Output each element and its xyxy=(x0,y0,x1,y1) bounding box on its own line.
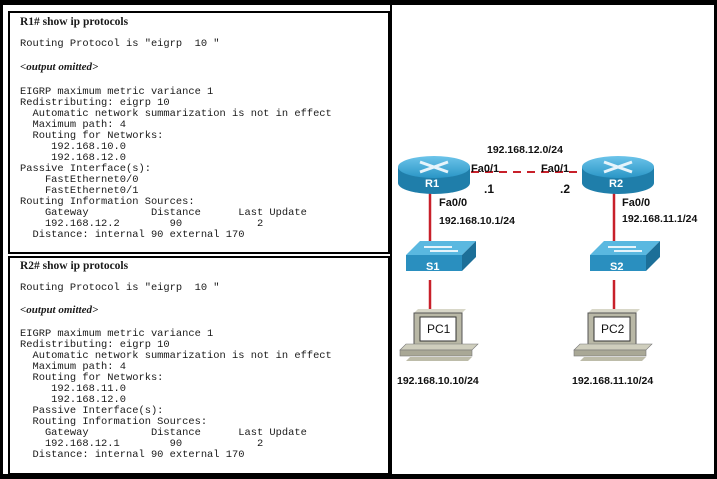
cli-line: Passive Interface(s): xyxy=(20,163,151,175)
r2-lan-interface-label: Fa0/0 xyxy=(622,197,651,209)
panel-divider xyxy=(390,5,392,474)
r2-command: R2# show ip protocols xyxy=(20,260,129,272)
r1-lan-interface-label: Fa0/0 xyxy=(439,197,468,209)
switch-s2-icon[interactable] xyxy=(590,241,660,271)
r2-show-ip-protocols-output: R2# show ip protocols Routing Protocol i… xyxy=(8,256,390,475)
cli-line: 192.168.12.0 xyxy=(20,152,127,164)
r2-label: R2 xyxy=(609,178,624,190)
cli-line: Maximum path: 4 xyxy=(20,361,127,373)
cli-line: Routing Protocol is "eigrp 10 " xyxy=(20,282,220,294)
cli-line: 192.168.12.2 90 2 xyxy=(20,218,264,230)
r2-lan-ip-label: 192.168.11.1/24 xyxy=(622,213,698,225)
cli-line: Passive Interface(s): xyxy=(20,405,164,417)
pc1-label: PC1 xyxy=(427,322,451,336)
cli-line: Routing for Networks: xyxy=(20,130,164,142)
cli-line: Redistributing: eigrp 10 xyxy=(20,97,170,109)
network-topology: R1 R2 S1 S2 PC1 PC2 192.168.12.0/24 Fa0/… xyxy=(392,5,714,474)
cli-line: Redistributing: eigrp 10 xyxy=(20,339,170,351)
r1-wan-interface-label: Fa0/1 xyxy=(471,163,500,175)
r2-wan-interface-label: Fa0/1 xyxy=(541,163,570,175)
cli-line: Routing Protocol is "eigrp 10 " xyxy=(20,38,220,50)
pc2-icon[interactable] xyxy=(573,309,653,361)
cli-line: Maximum path: 4 xyxy=(20,119,127,131)
r1-wan-host-label: .1 xyxy=(484,182,495,196)
cli-line: 192.168.12.1 90 2 xyxy=(20,438,264,450)
r1-show-ip-protocols-output: R1# show ip protocols Routing Protocol i… xyxy=(8,11,390,254)
cli-line: Routing for Networks: xyxy=(20,372,164,384)
wan-network-label: 192.168.12.0/24 xyxy=(487,144,563,156)
s2-label: S2 xyxy=(610,261,624,273)
cli-line: 192.168.10.0 xyxy=(20,141,127,153)
r1-label: R1 xyxy=(425,178,440,190)
r1-command: R1# show ip protocols xyxy=(20,16,129,28)
r1-lan-ip-label: 192.168.10.1/24 xyxy=(439,215,515,227)
cli-line: Distance: internal 90 external 170 xyxy=(20,449,245,461)
cli-line: FastEthernet0/0 xyxy=(20,174,139,186)
cli-line: 192.168.12.0 xyxy=(20,394,127,406)
cli-line: EIGRP maximum metric variance 1 xyxy=(20,86,214,98)
cli-line: Gateway Distance Last Update xyxy=(20,427,307,439)
cli-line: Routing Information Sources: xyxy=(20,416,208,428)
cli-line: Gateway Distance Last Update xyxy=(20,207,307,219)
pc1-ip-label: 192.168.10.10/24 xyxy=(397,375,479,387)
switch-s1-icon[interactable] xyxy=(406,241,476,271)
cli-line: Automatic network summarization is not i… xyxy=(20,108,332,120)
pc1-icon[interactable] xyxy=(399,309,479,361)
cli-line: FastEthernet0/1 xyxy=(20,185,139,197)
r2-wan-host-label: .2 xyxy=(560,182,571,196)
pc2-ip-label: 192.168.11.10/24 xyxy=(572,375,654,387)
router-r1-icon[interactable] xyxy=(398,156,470,194)
cli-line: Distance: internal 90 external 170 xyxy=(20,229,245,241)
cli-line: Routing Information Sources: xyxy=(20,196,195,208)
cli-line: EIGRP maximum metric variance 1 xyxy=(20,328,214,340)
cli-line: 192.168.11.0 xyxy=(20,383,127,395)
topology-drawing xyxy=(398,156,660,361)
cli-line: Automatic network summarization is not i… xyxy=(20,350,332,362)
cli-line-omitted: <output omitted> xyxy=(20,61,99,73)
router-r2-icon[interactable] xyxy=(582,156,654,194)
cli-line-omitted: <output omitted> xyxy=(20,304,99,316)
pc2-label: PC2 xyxy=(601,322,625,336)
s1-label: S1 xyxy=(426,261,440,273)
